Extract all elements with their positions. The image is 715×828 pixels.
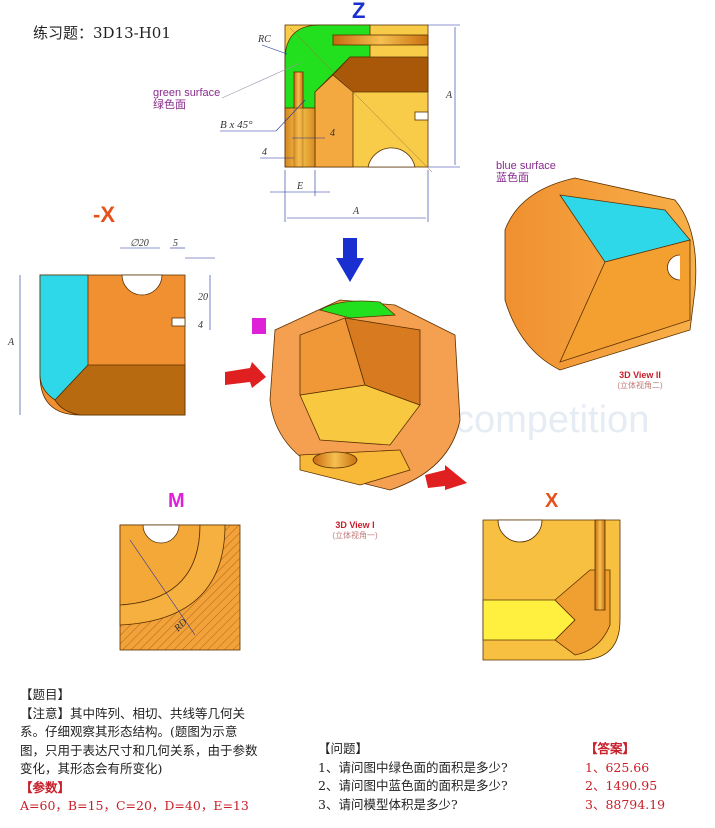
top-dimensions <box>220 24 460 222</box>
axis-label-m: M <box>168 490 185 512</box>
green-callout-en: green surface <box>153 87 221 99</box>
dim-bx45: B x 45° <box>220 119 253 131</box>
answer-item: 3、88794.19 <box>585 796 666 812</box>
blue-surface-callout: blue surface 蓝色面 <box>496 160 556 184</box>
page-title: 练习题：3D13-H01 <box>33 24 171 42</box>
top-view-z <box>284 24 433 173</box>
green-surface-3d <box>318 300 396 319</box>
problem-section: 【题目】 【注意】其中阵列、相切、共线等几何关 系。仔细观察其形态结构。(题图为… <box>20 686 258 816</box>
problem-heading: 【题目】 <box>20 687 71 702</box>
x-view <box>482 519 621 661</box>
view2-sub: (立体视角二) <box>617 381 663 390</box>
green-callout-cn: 绿色面 <box>153 99 186 111</box>
m-view <box>119 524 241 651</box>
axis-label-x: X <box>545 490 559 512</box>
view2-title: 3D View II <box>619 370 661 380</box>
axis-label-neg-x: -X <box>93 202 115 227</box>
note-line: 【注意】其中阵列、相切、共线等几何关 <box>20 705 246 721</box>
dim-a-right: A <box>445 90 453 101</box>
params-values: A=60，B=15，C=20，D=40，E=13 <box>20 798 249 813</box>
note-line: 图，只用于表达尺寸和几何关系，由于参数 <box>20 742 258 758</box>
answers-heading: 【答案】 <box>585 741 636 756</box>
dim-5: 5 <box>173 238 178 249</box>
note-line: 变化，其形态会有所变化) <box>20 761 163 776</box>
axis-arrows <box>225 238 467 490</box>
view2-label: 3D View II (立体视角二) <box>600 370 680 391</box>
blue-callout-en: blue surface <box>496 160 556 172</box>
dim-20: 20 <box>198 292 208 303</box>
view1-sub: (立体视角一) <box>332 531 378 540</box>
dim-e: E <box>296 181 303 192</box>
dim-a-bottom: A <box>352 206 360 217</box>
view1-title: 3D View I <box>335 520 375 530</box>
3d-view-1 <box>269 299 461 491</box>
m-marker-icon <box>252 318 266 334</box>
green-surface-callout: green surface 绿色面 <box>153 87 220 111</box>
answer-item: 2、1490.95 <box>585 778 658 793</box>
note-line: 系。仔细观察其形态结构。(题图为示意 <box>20 724 238 739</box>
watermark: competition <box>455 399 649 441</box>
questions-heading: 【问题】 <box>318 741 369 756</box>
neg-x-dimensions <box>19 247 215 415</box>
axis-label-z: Z <box>352 0 366 23</box>
x-arrow-left-icon <box>225 362 266 388</box>
questions-section: 【问题】 1、请问图中绿色面的面积是多少? 2、请问图中蓝色面的面积是多少? 3… <box>318 740 508 814</box>
dim-4c: 4 <box>198 320 203 331</box>
answers-section: 【答案】 1、625.66 2、1490.95 3、88794.19 <box>585 740 665 814</box>
dim-phi20: ∅20 <box>130 238 149 249</box>
question-item: 3、请问模型体积是多少? <box>318 796 458 812</box>
dim-4a: 4 <box>330 128 335 139</box>
neg-x-view <box>39 274 186 416</box>
question-item: 2、请问图中蓝色面的面积是多少? <box>318 778 508 793</box>
dim-4b: 4 <box>262 147 267 158</box>
x-arrow-right-icon <box>425 465 467 490</box>
3d-view-2 <box>504 177 697 371</box>
z-arrow-icon <box>336 238 364 282</box>
dim-rc: RC <box>257 34 271 45</box>
params-heading: 【参数】 <box>20 779 71 795</box>
answer-item: 1、625.66 <box>585 759 650 775</box>
view1-label: 3D View I (立体视角一) <box>315 520 395 541</box>
question-item: 1、请问图中绿色面的面积是多少? <box>318 759 508 775</box>
blue-callout-cn: 蓝色面 <box>496 172 529 184</box>
dim-a-left: A <box>7 337 15 348</box>
